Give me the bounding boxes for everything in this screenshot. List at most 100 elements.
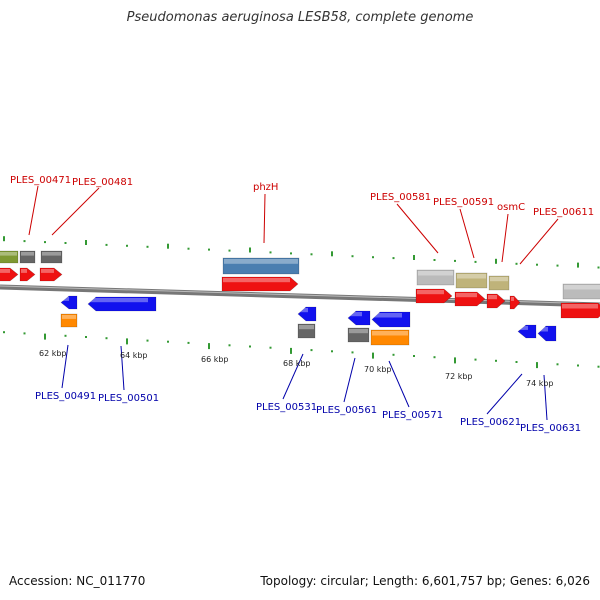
cds-reverse-00501 <box>87 296 157 312</box>
leader-line <box>61 344 69 389</box>
gene-label-ples-00491[interactable]: PLES_00491 <box>35 391 96 402</box>
gene-features <box>0 250 600 346</box>
tick-marks <box>3 236 600 369</box>
cds-reverse-00561 <box>347 310 371 326</box>
cds-reverse-00571-shine <box>373 313 402 318</box>
cds-forward-00471-shine <box>0 269 10 273</box>
forward-gene-labels: PLES_00471 PLES_00481 phzH PLES_00581 PL… <box>10 175 594 218</box>
cds-reverse-00501-shine <box>89 298 148 303</box>
cds-forward-00481b <box>39 267 63 282</box>
cds-reverse-00531-shine <box>299 308 308 313</box>
feature-box-gray-3 <box>297 323 316 339</box>
feature-box-olive <box>0 250 19 264</box>
cds-forward-osmc <box>486 293 506 309</box>
feature-box-orange-2-shine <box>372 331 408 336</box>
feature-box-00581 <box>416 269 455 286</box>
feature-box-osmc <box>488 275 510 291</box>
leader-line <box>263 193 266 244</box>
cds-forward-phzh <box>221 276 299 292</box>
feature-box-00591-shine <box>457 274 486 279</box>
cds-forward-00611-shine <box>562 304 598 309</box>
leader-line <box>120 345 125 391</box>
gene-label-osmc[interactable]: osmC <box>497 202 525 213</box>
leader-line <box>519 218 559 265</box>
feature-box-phzh-shine <box>224 259 298 264</box>
leader-line <box>543 374 548 421</box>
feature-box-gray-2-shine <box>42 252 61 256</box>
feature-box-00611 <box>562 283 600 300</box>
cds-forward-00581-shine <box>417 290 444 295</box>
accession-text: Accession: NC_011770 <box>9 574 146 588</box>
cds-forward-00601-shine <box>511 297 514 301</box>
feature-box-gray-2 <box>40 250 63 264</box>
cds-forward-00481a-shine <box>21 269 27 273</box>
feature-box-gray-4 <box>347 327 370 343</box>
leader-line <box>501 213 509 263</box>
cds-reverse-00531 <box>297 306 317 322</box>
cds-reverse-00631 <box>537 325 557 342</box>
cds-reverse-00621 <box>517 324 537 339</box>
gene-label-ples-00611[interactable]: PLES_00611 <box>533 207 594 218</box>
gene-label-ples-00531[interactable]: PLES_00531 <box>256 402 317 413</box>
gene-label-phzh[interactable]: phzH <box>253 182 278 193</box>
gene-label-ples-00501[interactable]: PLES_00501 <box>98 393 159 404</box>
leader-line <box>388 360 410 408</box>
feature-box-gray-3-shine <box>299 325 314 330</box>
feature-box-phzh <box>222 257 300 275</box>
gene-label-ples-00591[interactable]: PLES_00591 <box>433 197 494 208</box>
cds-reverse-00571 <box>371 311 411 328</box>
cds-reverse-00491-shine <box>62 297 69 301</box>
reverse-gene-labels: PLES_00491 PLES_00501 PLES_00531 PLES_00… <box>35 391 581 434</box>
gene-label-ples-00471[interactable]: PLES_00471 <box>10 175 71 186</box>
gene-label-ples-00481[interactable]: PLES_00481 <box>72 177 133 188</box>
cds-forward-00591-shine <box>456 293 477 298</box>
feature-box-00591 <box>455 272 488 289</box>
tick-label-62: 62 kbp <box>39 349 67 358</box>
gene-label-ples-00561[interactable]: PLES_00561 <box>316 405 377 416</box>
feature-box-orange-2 <box>370 329 410 346</box>
feature-box-00581-shine <box>418 271 453 276</box>
cds-forward-phzh-shine <box>223 278 290 283</box>
tick-label-72: 72 kbp <box>445 372 473 381</box>
tick-label-74: 74 kbp <box>526 379 554 388</box>
gene-label-ples-00571[interactable]: PLES_00571 <box>382 410 443 421</box>
cds-forward-00471 <box>0 267 19 282</box>
cds-reverse-00491 <box>60 295 78 310</box>
feature-box-orange-1 <box>60 313 78 328</box>
cds-forward-00601 <box>509 295 521 310</box>
tick-label-64: 64 kbp <box>120 351 148 360</box>
cds-forward-00481b-shine <box>41 269 54 273</box>
feature-box-gray-1-shine <box>21 252 34 256</box>
leader-line <box>486 373 523 415</box>
cds-reverse-00561-shine <box>349 312 362 317</box>
feature-box-gray-4-shine <box>349 329 368 334</box>
topology-text: Topology: circular; Length: 6,601,757 bp… <box>260 574 590 588</box>
feature-box-orange-1-shine <box>62 315 76 319</box>
leader-line <box>282 353 304 400</box>
tick-label-70: 70 kbp <box>364 365 392 374</box>
leader-line <box>51 187 100 236</box>
leader-line <box>459 208 475 259</box>
kbp-tick-labels: 62 kbp 64 kbp 66 kbp 68 kbp 70 kbp 72 kb… <box>39 349 554 388</box>
feature-box-gray-1 <box>19 250 36 264</box>
leader-line <box>28 185 39 236</box>
cds-forward-osmc-shine <box>488 295 497 300</box>
genome-title: Pseudomonas aeruginosa LESB58, complete … <box>126 10 474 25</box>
feature-box-osmc-shine <box>490 277 508 282</box>
leader-line <box>343 357 356 403</box>
label-leader-lines <box>28 185 559 421</box>
gene-label-ples-00631[interactable]: PLES_00631 <box>520 423 581 434</box>
gene-label-ples-00581[interactable]: PLES_00581 <box>370 192 431 203</box>
cds-reverse-00631-shine <box>539 327 548 332</box>
cds-forward-00591 <box>454 291 486 307</box>
leader-line <box>396 203 439 254</box>
gene-label-ples-00621[interactable]: PLES_00621 <box>460 417 521 428</box>
cds-forward-00581 <box>415 288 453 304</box>
feature-box-olive-shine <box>0 252 17 256</box>
tick-label-66: 66 kbp <box>201 355 229 364</box>
cds-forward-00611 <box>560 302 600 319</box>
cds-reverse-00621-shine <box>519 326 528 330</box>
tick-label-68: 68 kbp <box>283 359 311 368</box>
